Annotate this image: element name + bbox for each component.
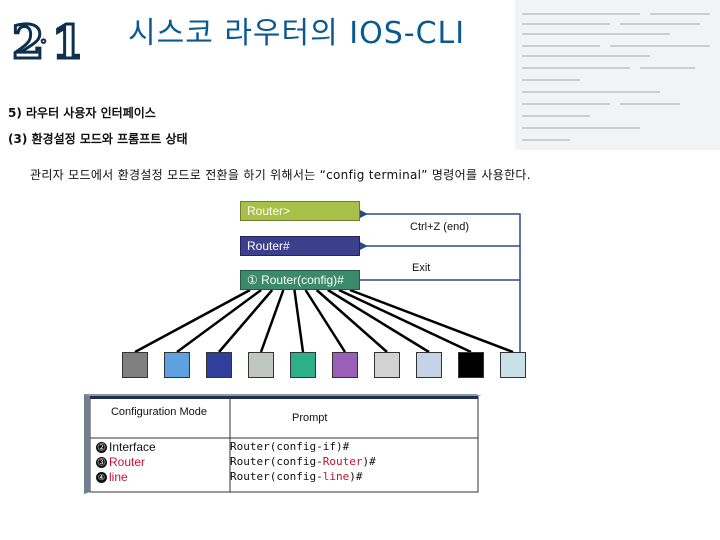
fan-line: [218, 289, 274, 353]
description-text: 관리자 모드에서 환경설정 모드로 전환을 하기 위해서는 “config te…: [30, 168, 531, 182]
prompt-row: Router(config-line)#: [230, 470, 362, 483]
mode-name: Interface: [109, 440, 156, 454]
decorative-text-lines: [522, 13, 710, 141]
prompt-prefix: Router(config-: [230, 455, 323, 468]
config-mode-bar: ① Router(config)#: [240, 270, 360, 290]
slide-title: 시스코 라우터의 IOS-CLI: [128, 16, 466, 51]
sub-mode-box: [332, 352, 358, 378]
svg-text:2: 2: [12, 15, 44, 68]
section-subtitle: 5) 라우터 사용자 인터페이스: [8, 106, 156, 120]
mode-name: Router: [109, 455, 146, 469]
prompt-prefix: Router(config-if)#: [230, 440, 350, 453]
subsection-subtitle: (3) 환경설정 모드와 프롬프트 상태: [8, 132, 188, 146]
privileged-mode-bar: Router#: [240, 236, 360, 256]
sub-mode-box: [206, 352, 232, 378]
fan-line: [304, 289, 347, 353]
sub-mode-box: [290, 352, 316, 378]
chapter-logo-icon: 2 · 1: [11, 14, 81, 69]
fan-line: [327, 288, 430, 354]
sub-mode-box: [416, 352, 442, 378]
svg-text:1: 1: [52, 15, 80, 68]
row-number: ④: [96, 472, 107, 483]
prompt-suffix: )#: [349, 470, 363, 483]
fan-line: [293, 289, 305, 353]
prompt-suffix: )#: [362, 455, 376, 468]
row-number: ⓷: [96, 457, 107, 468]
row-number: ⓶: [96, 442, 107, 453]
mode-prompt-table: [84, 394, 482, 494]
user-mode-bar: Router>: [240, 201, 360, 221]
prompt-highlight: Router: [322, 455, 363, 468]
sub-mode-box: [248, 352, 274, 378]
fan-line: [338, 288, 472, 354]
sub-mode-box: [500, 352, 526, 378]
sub-mode-box: [122, 352, 148, 378]
prompt-prefix: Router(config-: [230, 470, 323, 483]
fan-line: [259, 289, 285, 353]
table-header-prompt: Prompt: [292, 412, 328, 424]
sub-mode-box: [164, 352, 190, 378]
sub-mode-box: [374, 352, 400, 378]
mode-name: line: [109, 470, 128, 484]
mode-diagram: [134, 210, 521, 362]
fan-line: [349, 288, 514, 354]
ctrl-z-label: Ctrl+Z (end): [410, 221, 469, 233]
prompt-row: Router(config-Router)#: [230, 455, 376, 468]
fan-line: [315, 289, 388, 353]
fan-line: [134, 288, 251, 354]
prompt-highlight: line: [322, 470, 350, 483]
sub-mode-box: [458, 352, 484, 378]
exit-label: Exit: [412, 262, 431, 274]
table-header-mode: Configuration Mode: [110, 406, 207, 418]
prompt-row: Router(config-if)#: [230, 440, 349, 453]
svg-text:·: ·: [40, 29, 47, 53]
fan-line: [176, 288, 262, 354]
